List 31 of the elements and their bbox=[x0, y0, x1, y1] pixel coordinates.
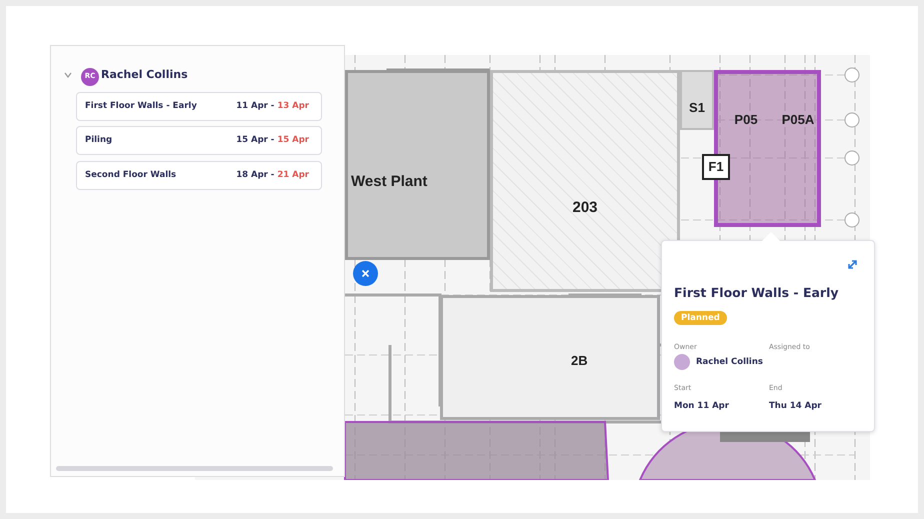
room bbox=[345, 70, 490, 260]
end-date: 15 Apr bbox=[277, 135, 309, 145]
side-panel bbox=[50, 45, 345, 477]
start-date: 18 Apr - bbox=[236, 170, 274, 180]
room-label: West Plant bbox=[351, 173, 428, 190]
end-date: 21 Apr bbox=[277, 170, 309, 180]
task-card bbox=[76, 92, 322, 121]
task-name: Piling bbox=[85, 135, 112, 145]
group-heading: Rachel Collins bbox=[101, 68, 188, 81]
start-date: 11 Apr - bbox=[236, 101, 274, 111]
room-label: P05A bbox=[780, 112, 816, 127]
room-label: S1 bbox=[688, 100, 706, 115]
room-label: F1 bbox=[707, 159, 725, 174]
room-label: 203 bbox=[571, 199, 599, 216]
task-card bbox=[76, 126, 322, 155]
avatar-initials bbox=[81, 68, 99, 86]
room-label: P05 bbox=[733, 112, 759, 127]
end-date: Thu 14 Apr bbox=[769, 401, 822, 411]
task-name: Second Floor Walls bbox=[85, 170, 176, 180]
end-date: 13 Apr bbox=[277, 101, 309, 111]
owner-name: Rachel Collins bbox=[696, 357, 763, 367]
status-badge: Planned bbox=[674, 311, 727, 325]
popup-title: First Floor Walls - Early bbox=[674, 285, 839, 300]
room bbox=[680, 70, 714, 130]
task-card bbox=[76, 161, 322, 190]
room-label: 2B bbox=[571, 353, 588, 368]
room bbox=[702, 154, 730, 180]
task-name: First Floor Walls - Early bbox=[85, 101, 197, 111]
start-date: Mon 11 Apr bbox=[674, 401, 729, 411]
room bbox=[440, 295, 660, 420]
start-date: 15 Apr - bbox=[236, 135, 274, 145]
